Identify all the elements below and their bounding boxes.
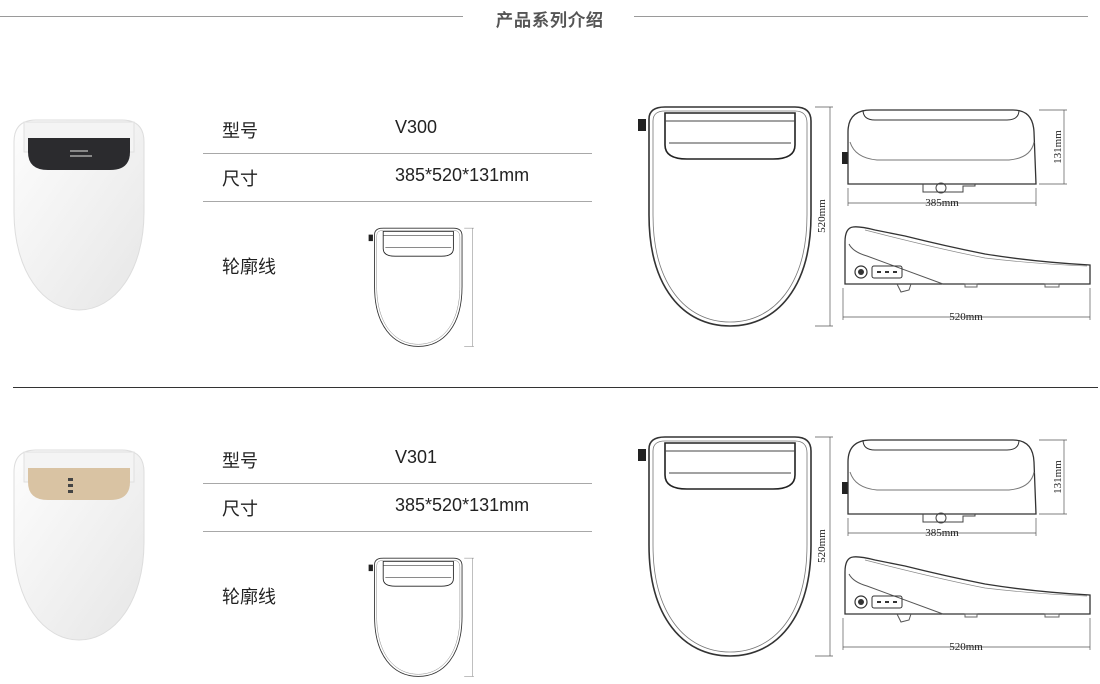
row-divider <box>203 201 592 202</box>
row-divider <box>203 483 592 484</box>
outline-thumbnail: 520mm <box>367 227 475 347</box>
product-photo <box>13 449 145 641</box>
dim-height: 131mm <box>1052 130 1064 164</box>
model-label: 型号 <box>222 121 258 142</box>
size-label: 尺寸 <box>222 169 258 190</box>
dim-height: 131mm <box>1052 460 1064 494</box>
product-section-v301: 型号 V301 尺寸 385*520*131mm 轮廓线 520mm 520mm… <box>0 330 1100 660</box>
row-divider <box>203 531 592 532</box>
dim-length: 520mm <box>949 311 983 322</box>
top-view-drawing: 520mm <box>635 105 835 327</box>
model-value: V301 <box>395 447 438 467</box>
size-value: 385*520*131mm <box>395 495 530 515</box>
dim-width: 385mm <box>925 527 959 539</box>
dim-length: 520mm <box>816 199 828 233</box>
dim-length: 520mm <box>949 641 983 652</box>
title-rule-right <box>634 16 1088 17</box>
row-divider <box>203 153 592 154</box>
dim-length: 520mm <box>816 529 828 563</box>
size-value: 385*520*131mm <box>395 165 530 185</box>
model-label: 型号 <box>222 451 258 472</box>
size-label: 尺寸 <box>222 499 258 520</box>
side-view-drawing: 520mm <box>835 222 1095 322</box>
title-rule-left <box>0 16 463 17</box>
front-view-drawing: 385mm 131mm <box>835 430 1095 539</box>
page-title: 产品系列介绍 <box>496 11 604 31</box>
section-divider <box>13 387 1098 388</box>
product-photo <box>13 119 145 311</box>
top-view-drawing: 520mm <box>635 435 835 657</box>
side-view-drawing: 520mm <box>835 552 1095 652</box>
outline-label: 轮廓线 <box>222 257 276 278</box>
front-view-drawing: 385mm 131mm <box>835 100 1095 209</box>
dim-width: 385mm <box>925 197 959 209</box>
outline-label: 轮廓线 <box>222 587 276 608</box>
outline-thumbnail: 520mm <box>367 557 475 677</box>
model-value: V300 <box>395 117 438 137</box>
product-section-v300: 型号 V300 尺寸 385*520*131mm 轮廓线 520mm 520mm… <box>0 0 1100 330</box>
